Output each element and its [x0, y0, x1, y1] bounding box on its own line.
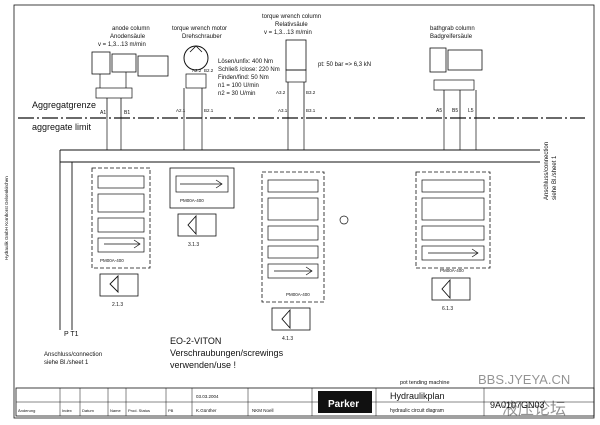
row-label: Index [62, 408, 72, 413]
right-connection-line2: siehe Bl./sheet 1 [552, 155, 558, 200]
tb-customer: NKM Noell [252, 408, 274, 413]
left-connection-line2: siehe Bl./sheet 1 [44, 360, 89, 366]
aggregate-boundary: Aggregatgrenze aggregate limit [18, 100, 585, 132]
wrench-title: torque wrench column [262, 14, 321, 20]
left-connection-line1: Anschluss/connection [44, 352, 102, 358]
boundary-de: Aggregatgrenze [32, 100, 96, 110]
motor-title: torque wrench motor [172, 26, 227, 32]
row-label: PB [168, 408, 174, 413]
left-connection: P T1 Anschluss/connection siehe Bl./shee… [44, 331, 102, 366]
torque-wrench-motor: torque wrench motor Drehschrauber A2.2 B… [172, 26, 227, 118]
note-line1: EO-2-VITON [170, 336, 221, 346]
bathgrab-column: bathgrab column Badgreifersäule A5 B5 L5 [429, 26, 483, 118]
parker-logo [318, 391, 372, 413]
spec-line: Lösen/unfix: 400 Nm [218, 59, 273, 65]
motor-port-a21: A2.1 [176, 108, 186, 113]
tb-author: K.Günther [196, 408, 217, 413]
left-connection-ports: P T1 [64, 331, 79, 338]
anode-title: anode column [112, 26, 150, 32]
spec-line: Schließ /close: 220 Nm [218, 67, 280, 73]
wrench-port-a32: A3.2 [276, 90, 286, 95]
valve-sheet: 6.1.3 [442, 306, 453, 312]
row-label: Datum [82, 408, 94, 413]
valve-stack-4: PM00A-400 4.1.3 [261, 171, 349, 342]
valve-label: PM00A-400 [100, 258, 124, 263]
spec-line: Finden/find: 50 Nm [218, 75, 269, 81]
row-label: Prod. Status [128, 408, 150, 413]
valve-stack-2: PM00A-400 2.1.3 [91, 167, 151, 308]
row-label: Änderung [18, 408, 35, 413]
side-label-text: Hydraulik GmbH Kornhorst Gelsenkirchen [4, 176, 9, 260]
project-label: pot tending machine [400, 380, 450, 386]
spec-line: n1 = 100 U/min [218, 83, 259, 89]
anode-brake-box [111, 53, 137, 73]
motor-specs: Lösen/unfix: 400 Nm Schließ /close: 220 … [218, 59, 280, 97]
bathgrab-title: bathgrab column [430, 26, 475, 32]
valve-sheet: 4.1.3 [282, 336, 293, 342]
wrench-port-a31: A3.1 [278, 108, 288, 113]
right-connection: Anschluss/connection siehe Bl./sheet 1 [544, 142, 558, 200]
valve-sheet: 3.1.3 [188, 242, 199, 248]
valve-label: PM00A-400 [440, 268, 464, 273]
boundary-en: aggregate limit [32, 122, 92, 132]
valve-label: PM00A-400 [180, 198, 204, 203]
note-line2: Verschraubungen/screwings [170, 348, 284, 358]
wrench-cylinder [285, 39, 307, 71]
torque-wrench-column: torque wrench column Relativsäule v = 1,… [262, 14, 371, 118]
anode-port-b1: B1 [124, 110, 130, 116]
right-connection-line1: Anschluss/connection [544, 142, 550, 200]
wrench-sub: Relativsäule [275, 22, 308, 28]
parker-brand: Parker [328, 399, 359, 410]
note-line3: verwenden/use ! [170, 360, 236, 370]
motor-sub: Drehschrauber [182, 34, 222, 40]
sheet-frame [13, 4, 595, 419]
bathgrab-port-l5: L5 [468, 108, 474, 114]
anode-column: anode column Anodensäule v = 1,3...13 m/… [91, 26, 169, 118]
motor-symbol [183, 45, 209, 71]
watermark-site: BBS.JYEYA.CN [478, 372, 570, 387]
bathgrab-port-a5: A5 [436, 108, 442, 114]
wrench-pressure: pt: 50 bar => 6,3 kN [318, 62, 371, 68]
title-block: Änderung Index Datum Name Prod. Status P… [15, 387, 595, 417]
motor-port-a22: A2.2 [192, 68, 202, 73]
bathgrab-sub: Badgreifersäule [430, 34, 473, 40]
wrench-port-b31: B3.1 [306, 108, 316, 113]
tb-drawing-de: Hydraulikplan [390, 391, 445, 401]
wrench-speed: v = 1,3...13 m/min [264, 30, 312, 36]
anode-port-a1: A1 [100, 110, 106, 116]
tb-date: 03.03.2004 [196, 394, 219, 399]
tb-drawing-en: hydraulic circuit diagram [390, 408, 444, 414]
main-lines [59, 118, 540, 330]
wrench-port-b32: B3.2 [306, 90, 316, 95]
valve-stack-3: PM00A-400 3.1.3 [169, 167, 235, 248]
motor-port-b21: B2.1 [204, 108, 214, 113]
anode-sub: Anodensäule [110, 34, 146, 40]
anode-speed: v = 1,3...13 m/min [98, 42, 146, 48]
valve-label: PM00A-400 [286, 292, 310, 297]
motor-port-b22: B2.2 [204, 68, 214, 73]
spec-line: n2 = 30 U/min [218, 91, 256, 97]
bathgrab-port-b5: B5 [452, 108, 458, 114]
side-label: Hydraulik GmbH Kornhorst Gelsenkirchen [4, 176, 9, 260]
anode-cylinder [137, 55, 169, 77]
valve-stack-6: PM00A-400 6.1.3 [415, 171, 491, 312]
row-label: Name [110, 408, 121, 413]
watermark-chinese: 液压论坛 [502, 400, 566, 418]
watermark: BBS.JYEYA.CN 液压论坛 [478, 372, 570, 418]
tb-number: 9A0107GN03 [490, 400, 545, 410]
valve-sheet: 2.1.3 [112, 302, 123, 308]
screwing-note: EO-2-VITON Verschraubungen/screwings ver… [170, 336, 284, 370]
anode-motor-box [91, 51, 111, 75]
